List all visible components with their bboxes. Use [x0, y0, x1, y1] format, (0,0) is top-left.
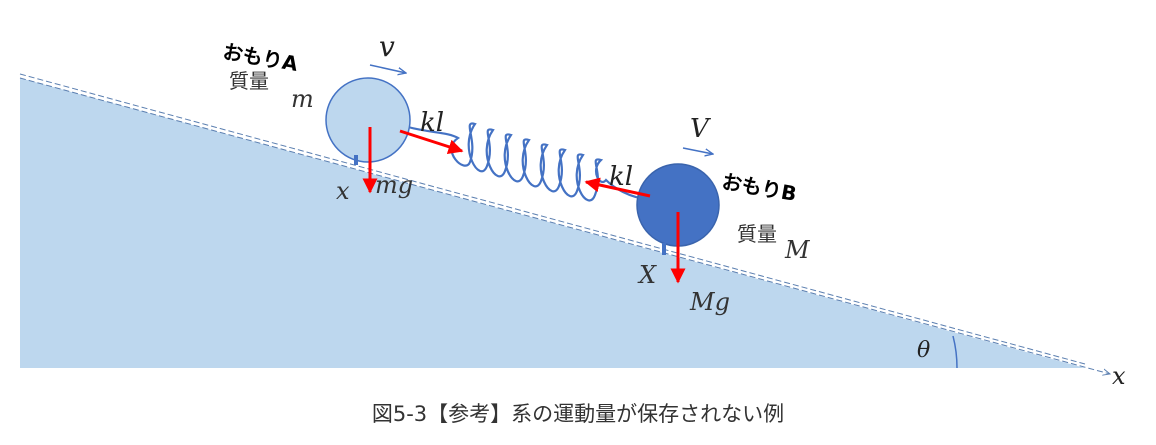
mass-a-weight-label: mg	[375, 171, 413, 199]
angle-arc	[952, 335, 958, 369]
mass-a-position-tick	[354, 155, 358, 165]
mass-b-mass-label: 質量	[737, 222, 777, 246]
spring-coil	[407, 122, 641, 202]
incline-surface-line	[19, 73, 1086, 365]
angle-theta-label: θ	[917, 338, 930, 363]
mass-b-weight-label: Mg	[689, 288, 730, 316]
velocity-arrow-a	[369, 64, 406, 73]
spring-force-arrow-a	[399, 129, 464, 154]
spring-force-arrow-b	[584, 177, 651, 198]
mass-a-mass-symbol: m	[291, 85, 314, 113]
mass-a-circle	[325, 77, 411, 163]
velocity-arrow-b	[682, 147, 713, 154]
mass-a-position-label: x	[336, 177, 350, 205]
x-axis-label: x	[1112, 362, 1126, 390]
x-axis-arrow	[19, 77, 1110, 374]
figure-caption: 図5-3【参考】系の運動量が保存されない例	[371, 402, 785, 426]
mass-b-velocity-label: V	[690, 114, 711, 144]
mass-b-mass-symbol: M	[784, 236, 811, 264]
mass-a-velocity-label: v	[379, 30, 395, 63]
spring-force-label-right: kl	[609, 162, 633, 192]
mass-b-position-label: X	[637, 261, 657, 289]
mass-a-mass-label: 質量	[229, 69, 269, 93]
mass-b-position-tick	[662, 243, 666, 255]
spring-force-label-left: kl	[420, 108, 444, 138]
mass-b-title: おもりB	[720, 169, 798, 206]
